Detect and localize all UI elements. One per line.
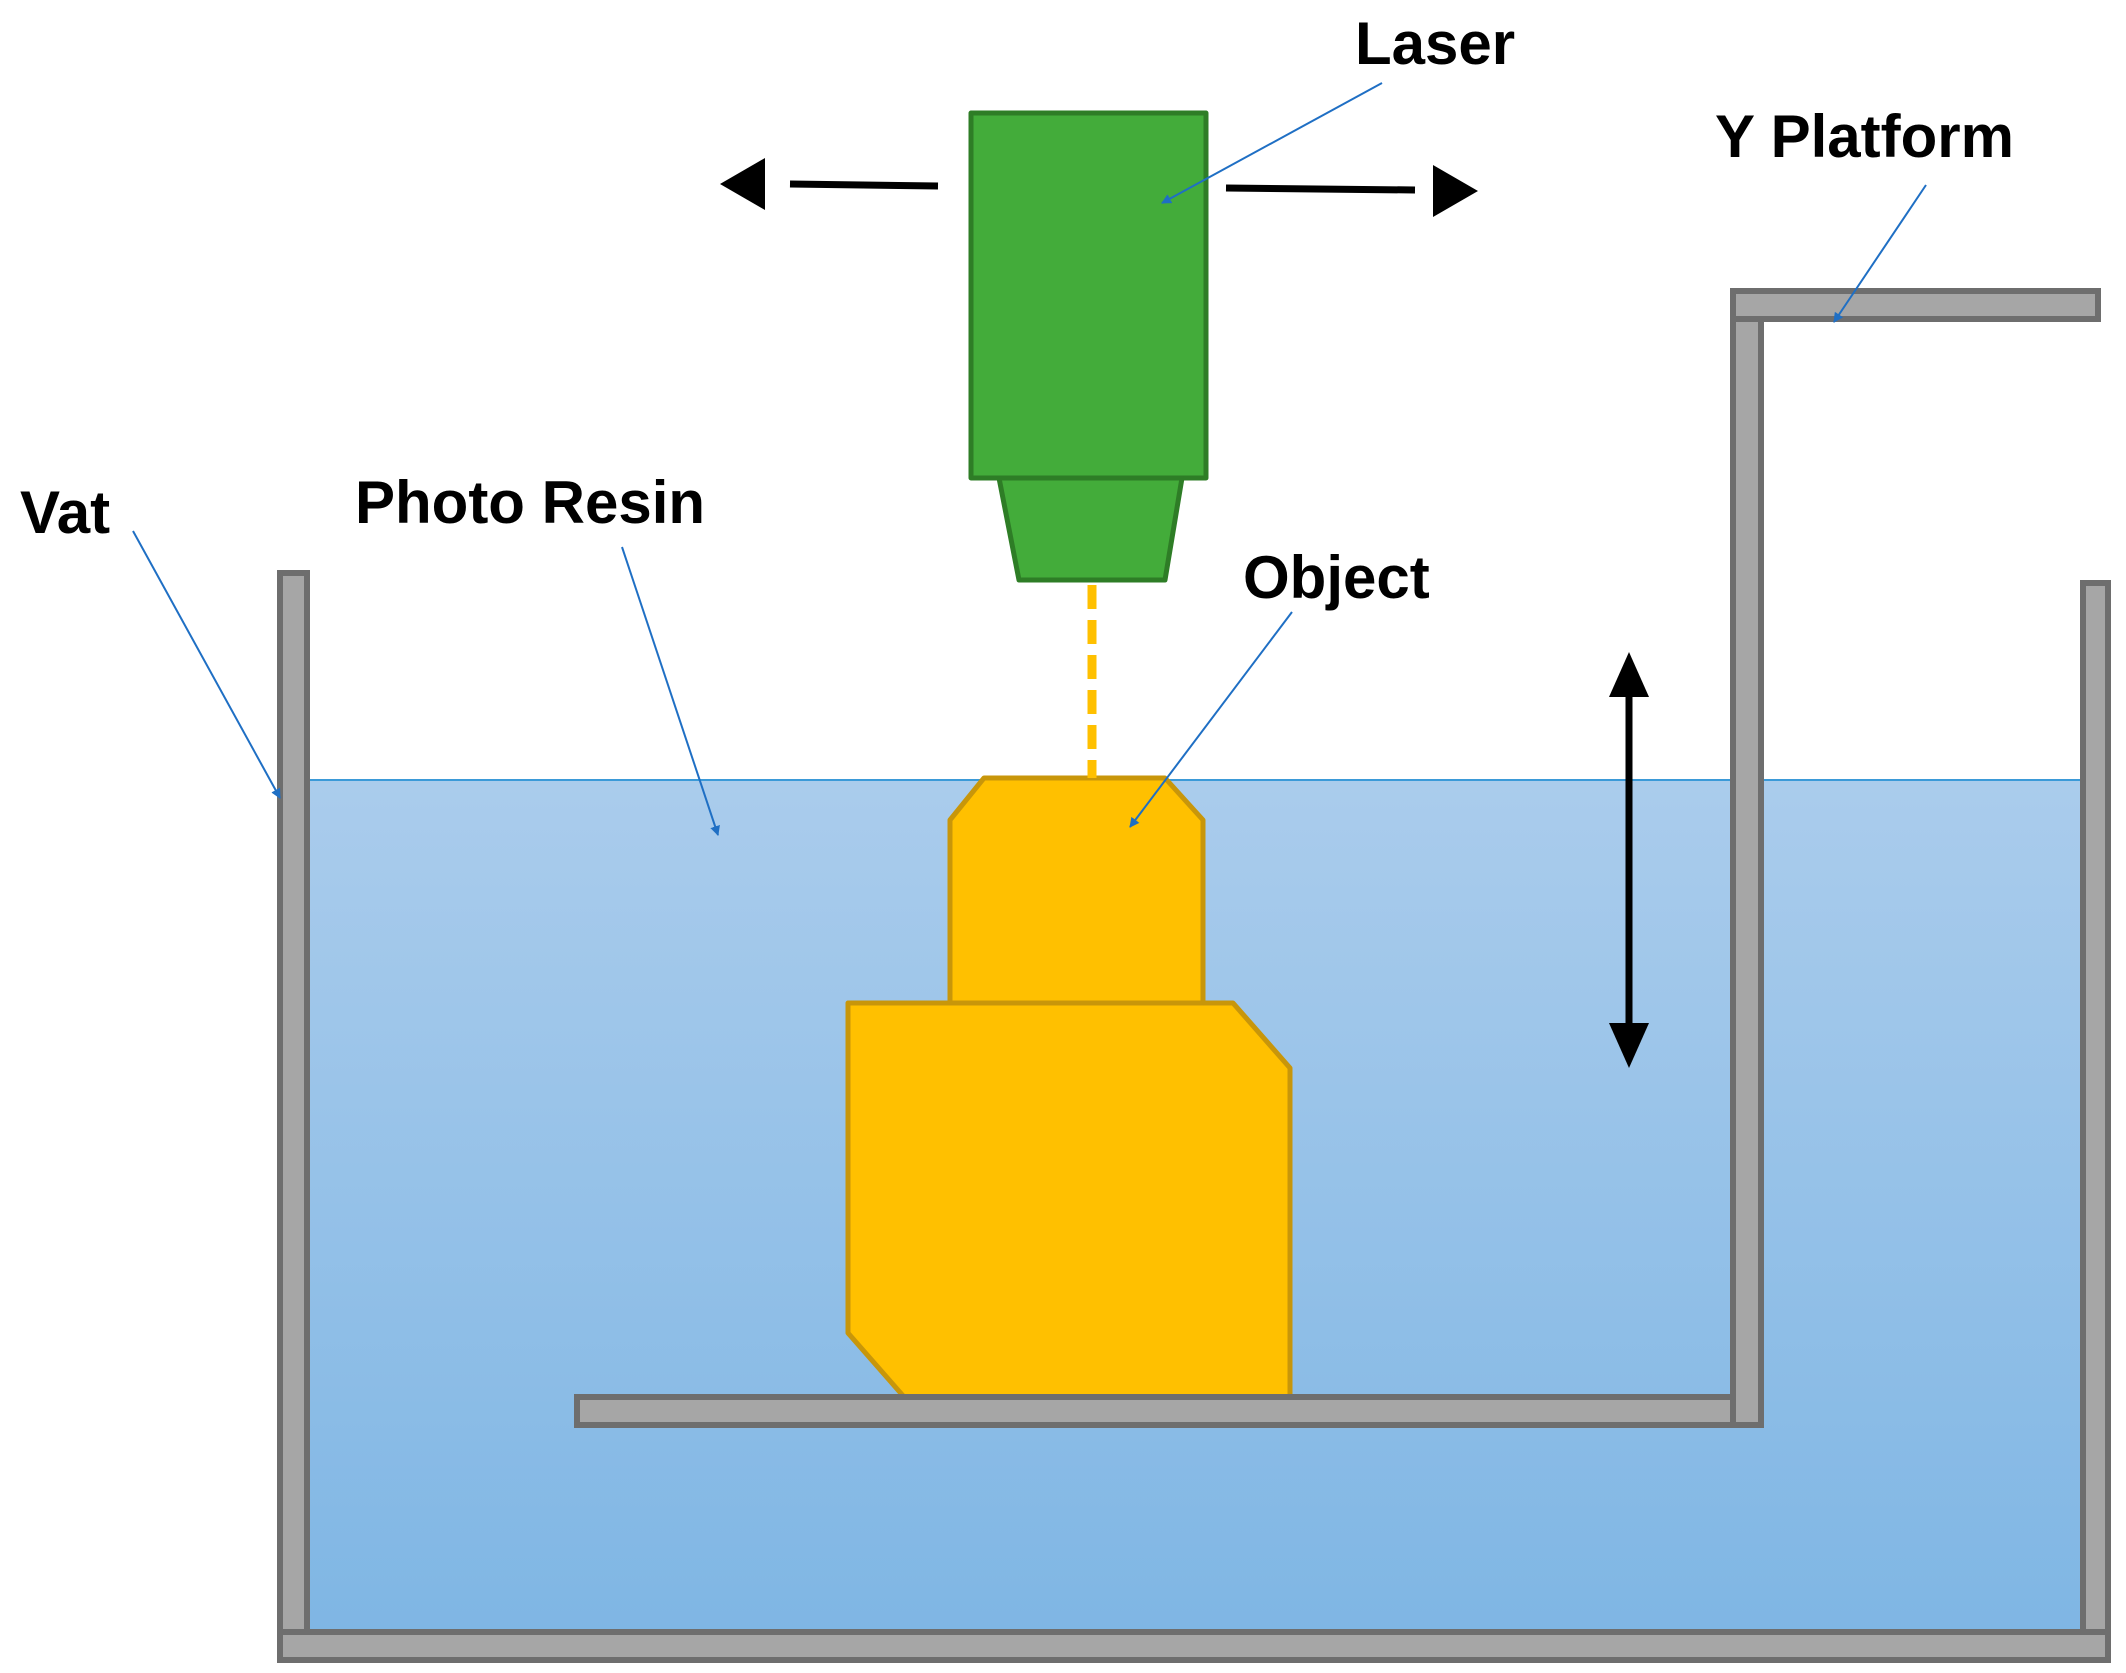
vat-pointer-arrow (132, 530, 281, 799)
printed-object (845, 775, 1293, 1401)
y-platform-label: Y Platform (1715, 103, 2014, 170)
laser-body (968, 110, 1209, 481)
laser-head (968, 110, 1209, 583)
black-arrow-left-icon (720, 158, 765, 210)
laser-pointer-arrow (1161, 82, 1383, 204)
vat (277, 570, 2111, 1663)
black-arrow-down-icon (1609, 1023, 1649, 1068)
motion-arrows (720, 158, 1649, 1068)
pointer-arrows (132, 82, 1927, 836)
photo-resin-label: Photo Resin (355, 469, 705, 536)
y-platform-top-arm (1730, 288, 2101, 322)
laser-move-right-arrow-shaft (1225, 184, 1416, 194)
object-lower-block (845, 1000, 1293, 1401)
vat-left-wall (277, 570, 310, 1663)
black-arrow-up-icon (1609, 652, 1649, 697)
y-platform (574, 288, 2101, 1428)
laser-nozzle (996, 475, 1185, 583)
object-upper-block (947, 775, 1206, 1006)
black-arrow-right-icon (1433, 165, 1478, 217)
vat-right-wall (2080, 580, 2111, 1663)
object-label: Object (1243, 544, 1430, 611)
laser-move-left-arrow-shaft (789, 180, 939, 190)
object-pointer-arrow (1129, 611, 1293, 828)
vat-bottom (277, 1629, 2111, 1663)
laser-label: Laser (1355, 10, 1515, 77)
y-platform-base (574, 1394, 1760, 1428)
y-platform-column (1730, 288, 1764, 1428)
y-platform-pointer-arrow (1833, 184, 1927, 323)
vat-label: Vat (20, 479, 110, 546)
photo-resin-pointer-arrow (621, 546, 720, 836)
